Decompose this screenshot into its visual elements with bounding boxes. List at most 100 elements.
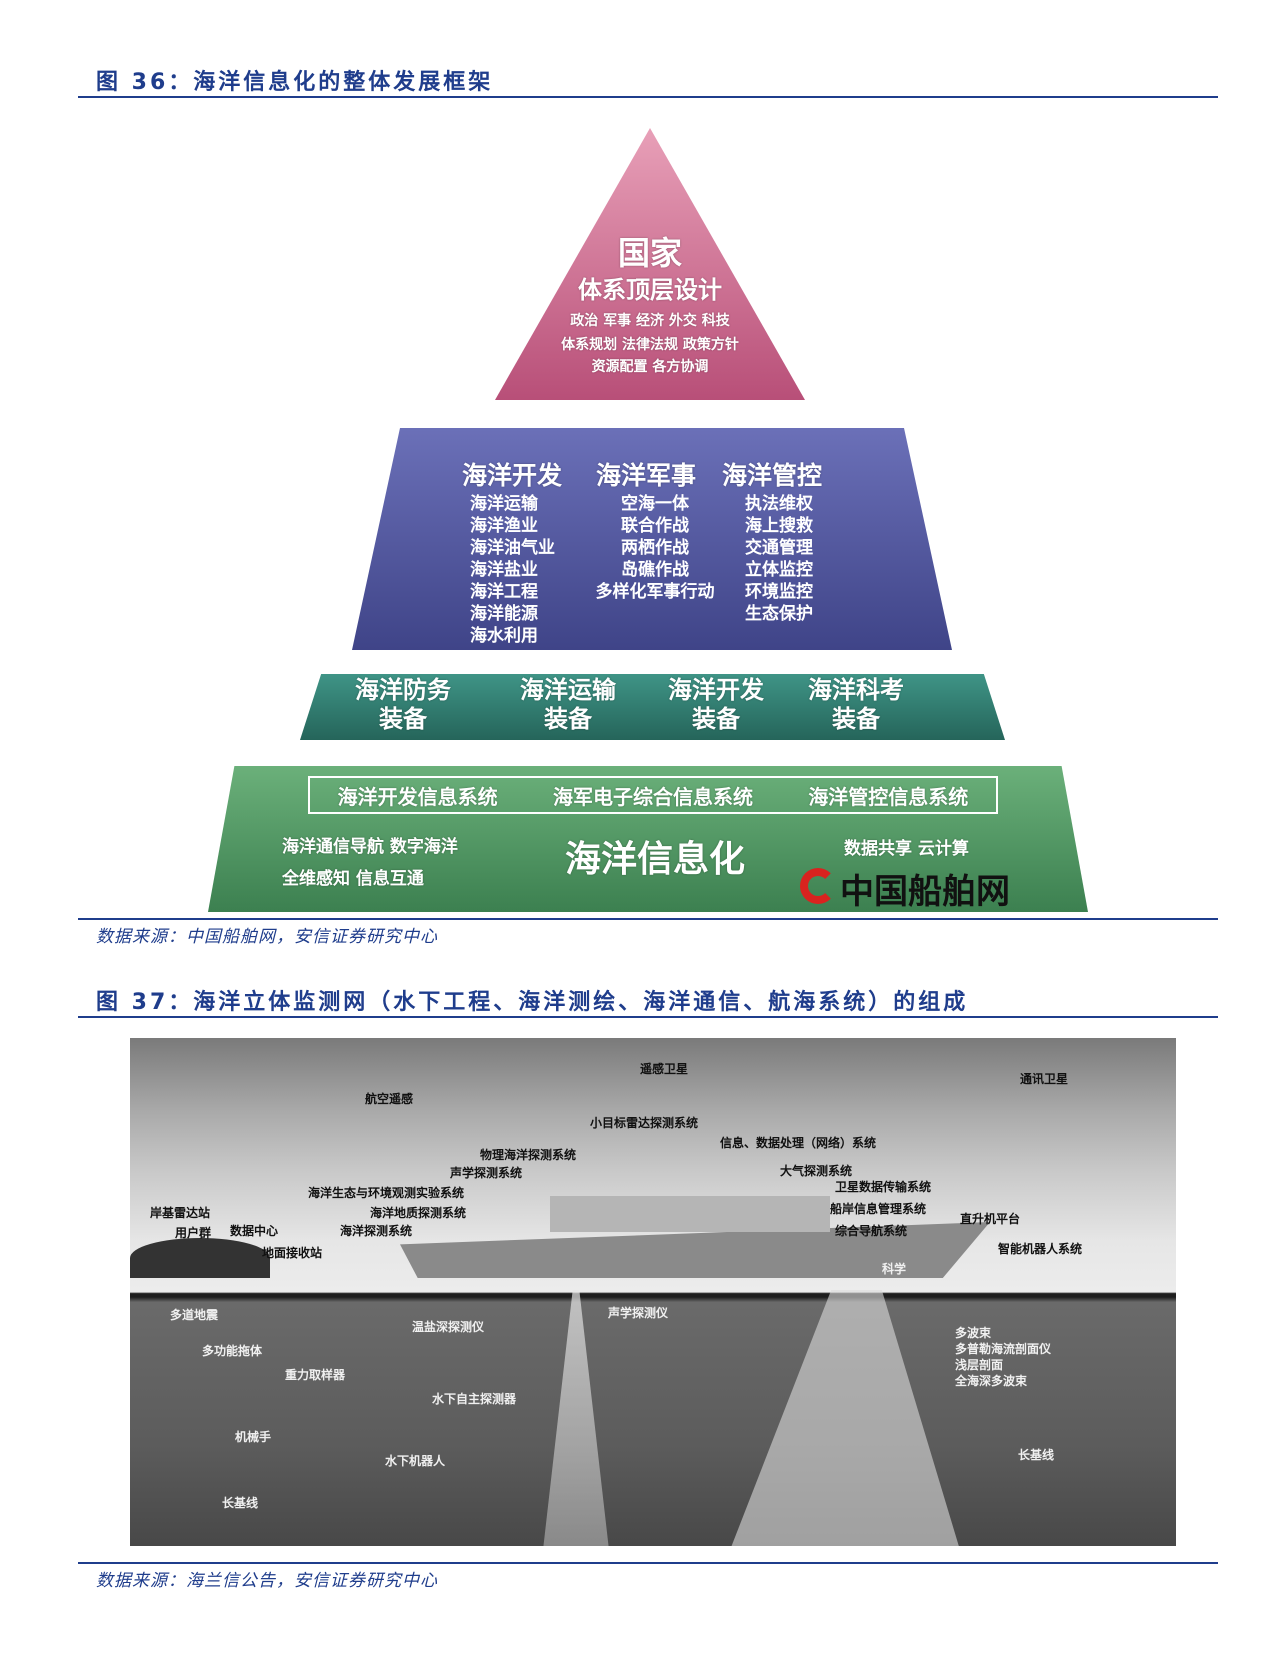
divider: [78, 918, 1218, 920]
second-header: 海洋管控: [722, 461, 823, 490]
illustration-label: 温盐深探测仪: [412, 1320, 485, 1334]
column-development: 海洋运输海洋渔业海洋油气业海洋盐业海洋工程海洋能源海水利用: [470, 493, 555, 647]
divider: [78, 1562, 1218, 1564]
illustration-label: 重力取样器: [285, 1368, 346, 1382]
illustration-label: 多功能拖体: [202, 1344, 263, 1358]
column-item: 立体监控: [745, 560, 813, 580]
column-item: 多样化军事行动: [595, 582, 715, 602]
illustration-label: 通讯卫星: [1020, 1072, 1069, 1086]
equipment-label: 装备: [692, 705, 740, 733]
illustration-label: 浅层剖面: [955, 1358, 1004, 1372]
illustration-label: 机械手: [235, 1430, 272, 1444]
illustration-label: 信息、数据处理（网络）系统: [720, 1136, 877, 1150]
watermark-text: 中国船舶网: [840, 872, 1010, 912]
illustration-label: 多波束: [955, 1326, 992, 1340]
sonar-beam: [543, 1290, 609, 1546]
figure-37-source: 数据来源：海兰信公告，安信证券研究中心: [96, 1571, 438, 1591]
illustration-label: 全海深多波束: [955, 1374, 1028, 1388]
top-line: 政治 军事 经济 外交 科技: [570, 313, 730, 329]
illustration-label: 直升机平台: [960, 1212, 1021, 1226]
illustration-label: 长基线: [1018, 1448, 1055, 1462]
base-left-line: 海洋通信导航 数字海洋: [282, 837, 458, 857]
illustration-label: 多普勒海流剖面仪: [955, 1342, 1052, 1356]
equipment-item: 海洋运输装备: [520, 676, 616, 734]
pyramid-third-layer: [300, 674, 1005, 740]
pyramid-base-layer: [208, 766, 1088, 912]
column-item: 海上搜救: [745, 516, 813, 536]
system-label: 海军电子综合信息系统: [552, 784, 753, 809]
equipment-label: 装备: [379, 705, 427, 733]
equipment-label: 海洋防务: [355, 676, 451, 704]
equipment-label: 海洋科考: [808, 676, 904, 704]
illustration-label: 数据中心: [230, 1224, 279, 1238]
column-item: 海洋能源: [470, 604, 538, 624]
column-control: 执法维权海上搜救交通管理立体监控环境监控生态保护: [745, 493, 813, 625]
multibeam-cone: [730, 1290, 960, 1546]
illustration-label: 遥感卫星: [640, 1062, 689, 1076]
column-military: 空海一体联合作战两栖作战岛礁作战多样化军事行动: [580, 493, 730, 603]
system-label: 海洋开发信息系统: [337, 784, 498, 809]
figure-36-source: 数据来源：中国船舶网，安信证券研究中心: [96, 927, 438, 947]
illustration-label: 声学探测系统: [450, 1166, 523, 1180]
illustration-label: 航空遥感: [365, 1092, 414, 1106]
illustration-label: 小目标雷达探测系统: [590, 1116, 699, 1130]
divider: [78, 1016, 1218, 1018]
illustration-label: 物理海洋探测系统: [480, 1148, 577, 1162]
equipment-label: 海洋运输: [520, 676, 616, 704]
illustration-label: 卫星数据传输系统: [835, 1180, 932, 1194]
illustration-label: 科学: [882, 1262, 907, 1276]
illustration-label: 用户群: [175, 1226, 212, 1240]
column-item: 空海一体: [621, 494, 689, 514]
illustration-label: 长基线: [222, 1496, 259, 1510]
second-header: 海洋军事: [596, 461, 697, 490]
illustration-label: 海洋探测系统: [340, 1224, 413, 1238]
base-left-line: 全维感知 信息互通: [282, 869, 424, 889]
illustration-label: 水下自主探测器: [432, 1392, 517, 1406]
base-center-title: 海洋信息化: [565, 839, 746, 880]
column-item: 海洋工程: [470, 582, 538, 602]
illustration-label: 声学探测仪: [608, 1306, 669, 1320]
watermark-logo-icon: [800, 868, 836, 904]
ship-superstructure: [550, 1196, 830, 1232]
shore-hill: [130, 1238, 270, 1278]
illustration-label: 岸基雷达站: [150, 1206, 211, 1220]
illustration-label: 船岸信息管理系统: [830, 1202, 927, 1216]
monitoring-network-illustration: 遥感卫星通讯卫星航空遥感小目标雷达探测系统物理海洋探测系统 信息、数据处理（网络）…: [130, 1038, 1176, 1546]
equipment-label: 装备: [544, 705, 592, 733]
column-item: 执法维权: [745, 494, 813, 514]
illustration-label: 多道地震: [170, 1308, 219, 1322]
illustration-label: 海洋地质探测系统: [370, 1206, 467, 1220]
base-right-line: 数据共享 云计算: [844, 839, 969, 859]
illustration-label: 大气探测系统: [780, 1164, 853, 1178]
illustration-label: 水下机器人: [385, 1454, 446, 1468]
illustration-label: 海洋生态与环境观测实验系统: [308, 1186, 465, 1200]
column-item: 海水利用: [470, 626, 538, 646]
top-line: 资源配置 各方协调: [591, 359, 709, 375]
illustration-label: 地面接收站: [262, 1246, 323, 1260]
column-item: 海洋盐业: [470, 560, 538, 580]
column-item: 海洋运输: [470, 494, 538, 514]
systems-box: 海洋开发信息系统 海军电子综合信息系统 海洋管控信息系统: [308, 776, 998, 814]
top-line: 体系规划 法律法规 政策方针: [561, 337, 739, 353]
figure-37-title: 图 37：海洋立体监测网（水下工程、海洋测绘、海洋通信、航海系统）的组成: [96, 990, 969, 1015]
system-label: 海洋管控信息系统: [808, 784, 969, 809]
illustration-label: 综合导航系统: [835, 1224, 908, 1238]
column-item: 环境监控: [745, 582, 813, 602]
column-item: 生态保护: [745, 604, 813, 624]
illustration-label: 智能机器人系统: [998, 1242, 1083, 1256]
pyramid-diagram: 国家 体系顶层设计 政治 军事 经济 外交 科技 体系规划 法律法规 政策方针 …: [208, 128, 1088, 912]
equipment-item: 海洋防务装备: [355, 676, 451, 734]
top-title: 国家: [617, 234, 682, 272]
equipment-label: 海洋开发: [668, 676, 764, 704]
divider: [78, 96, 1218, 98]
figure-36-title: 图 36：海洋信息化的整体发展框架: [96, 70, 494, 95]
column-item: 两栖作战: [621, 538, 689, 558]
column-item: 联合作战: [621, 516, 689, 536]
equipment-item: 海洋开发装备: [668, 676, 764, 734]
column-item: 交通管理: [745, 538, 813, 558]
top-subtitle: 体系顶层设计: [578, 276, 722, 304]
column-item: 海洋渔业: [470, 516, 538, 536]
equipment-label: 装备: [832, 705, 880, 733]
equipment-item: 海洋科考装备: [808, 676, 904, 734]
column-item: 海洋油气业: [470, 538, 555, 558]
